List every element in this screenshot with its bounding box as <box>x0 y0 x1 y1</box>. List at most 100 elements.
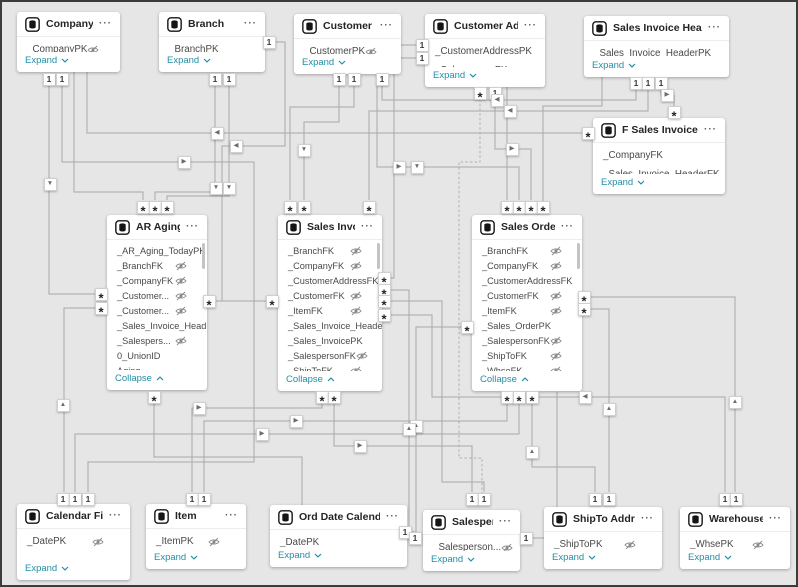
more-options-button[interactable]: ··· <box>386 511 399 522</box>
more-options-button[interactable]: ··· <box>704 124 717 135</box>
field-row[interactable]: _ItemFK <box>278 303 382 318</box>
field-row[interactable]: Aging <box>107 363 207 371</box>
relationship-line[interactable] <box>381 85 637 101</box>
field-row[interactable]: _Sales_Invoice_HeaderFK <box>593 165 725 174</box>
relationship-line[interactable] <box>390 289 417 539</box>
table-card-header[interactable]: Salesperson··· <box>423 510 520 535</box>
table-card-header[interactable]: Sales Invoice··· <box>278 215 382 240</box>
relationship-line[interactable] <box>61 85 255 492</box>
relationship-line[interactable] <box>74 403 520 492</box>
more-options-button[interactable]: ··· <box>561 221 574 232</box>
relationship-line[interactable] <box>48 85 100 295</box>
relationship-line[interactable] <box>531 403 596 492</box>
table-card-salesperson[interactable]: Salesperson··· _Salesperson...Expand <box>423 510 520 571</box>
field-row[interactable]: _SalespersonFK <box>278 348 382 363</box>
field-row[interactable]: _ItemFK <box>472 303 582 318</box>
relationship-line[interactable] <box>390 314 726 492</box>
card-scrollbar[interactable] <box>577 243 580 269</box>
field-row[interactable]: _WhseFK <box>472 363 582 371</box>
field-row[interactable]: _CompanyPK <box>17 40 120 52</box>
field-row[interactable]: _BranchFK <box>278 243 382 258</box>
relationship-line[interactable] <box>289 85 355 200</box>
expand-toggle[interactable]: Expand <box>17 52 120 72</box>
relationship-line[interactable] <box>390 300 485 492</box>
field-row[interactable]: _Sales_InvoicePK <box>278 333 382 348</box>
more-options-button[interactable]: ··· <box>708 22 721 33</box>
table-card-sales-invoice[interactable]: Sales Invoice··· _BranchFK_CompanyFK _Cust… <box>278 215 382 391</box>
relationship-line[interactable] <box>191 403 323 492</box>
more-options-button[interactable]: ··· <box>769 513 782 524</box>
more-options-button[interactable]: ··· <box>361 221 374 232</box>
relationship-line[interactable] <box>153 403 303 505</box>
relationship-line[interactable] <box>86 72 586 134</box>
field-row[interactable]: _Sales_OrderPK <box>472 318 582 333</box>
more-options-button[interactable]: ··· <box>641 513 654 524</box>
expand-toggle[interactable]: Expand <box>294 54 401 74</box>
card-scrollbar[interactable] <box>377 243 380 269</box>
relationship-line[interactable] <box>590 308 610 492</box>
expand-toggle[interactable]: Expand <box>423 551 520 571</box>
table-card-f-sales-invoice-header[interactable]: F Sales Invoice Header···_CompanyFK_Sale… <box>593 118 725 194</box>
relationship-line[interactable] <box>63 307 100 492</box>
field-row[interactable]: _ShipToFK <box>278 363 382 371</box>
field-row[interactable]: _SalespersonFK <box>425 61 545 67</box>
field-row[interactable]: _Salespers... <box>107 333 207 348</box>
field-row[interactable]: _DatePK <box>270 533 407 547</box>
more-options-button[interactable]: ··· <box>380 20 393 31</box>
relationship-line[interactable] <box>166 85 230 200</box>
more-options-button[interactable]: ··· <box>109 510 122 521</box>
table-card-header[interactable]: Sales Invoice Header··· <box>584 16 729 41</box>
expand-toggle[interactable]: Expand <box>146 549 246 569</box>
table-card-sales-order[interactable]: Sales Order···_BranchFK_CompanyFK_Custom… <box>472 215 582 391</box>
field-row[interactable]: _CompanyFK <box>472 258 582 273</box>
collapse-toggle[interactable]: Collapse <box>278 371 382 391</box>
more-options-button[interactable]: ··· <box>99 18 112 29</box>
field-row[interactable]: _CustomerAddressFK <box>472 273 582 288</box>
table-card-header[interactable]: Item··· <box>146 504 246 529</box>
field-row[interactable]: 0_UnionID <box>107 348 207 363</box>
field-row[interactable]: _WhsePK <box>680 535 790 549</box>
field-row[interactable]: _AR_Aging_TodayPK <box>107 243 207 258</box>
field-row[interactable]: _Salesperson... <box>423 538 520 551</box>
table-card-header[interactable]: Branch··· <box>159 12 265 37</box>
table-card-sales-invoice-header[interactable]: Sales Invoice Header··· _Sales_Invoice_He… <box>584 16 729 77</box>
more-options-button[interactable]: ··· <box>225 510 238 521</box>
field-row[interactable]: _ItemPK <box>146 532 246 549</box>
field-row[interactable]: _CompanyFK <box>278 258 382 273</box>
expand-toggle[interactable]: Expand <box>593 174 725 194</box>
field-row[interactable]: _SalespersonFK <box>472 333 582 348</box>
table-card-header[interactable]: F Sales Invoice Header··· <box>593 118 725 143</box>
table-card-header[interactable]: Calendar Fiscal··· <box>17 504 130 529</box>
table-card-header[interactable]: Customer··· <box>294 14 401 39</box>
expand-toggle[interactable]: Expand <box>159 52 265 72</box>
field-row[interactable]: _CustomerFK <box>278 288 382 303</box>
field-row[interactable]: _DatePK <box>17 532 130 551</box>
expand-toggle[interactable]: Expand <box>425 67 545 87</box>
field-row[interactable]: _Sales_Invoice_Head... <box>107 318 207 333</box>
collapse-toggle[interactable]: Collapse <box>107 370 207 390</box>
table-card-ar-aging[interactable]: AR Aging···_AR_Aging_TodayPK_BranchFK_Co… <box>107 215 207 390</box>
field-row[interactable]: _CustomerAddressPK <box>425 42 545 61</box>
table-card-header[interactable]: AR Aging··· <box>107 215 207 240</box>
table-card-header[interactable]: Customer Address··· <box>425 14 545 39</box>
table-card-header[interactable]: Company··· <box>17 12 120 37</box>
field-row[interactable]: _CompanyFK <box>107 273 207 288</box>
more-options-button[interactable]: ··· <box>524 20 537 31</box>
relationship-line[interactable] <box>73 72 144 200</box>
field-row[interactable]: _ShipToFK <box>472 348 582 363</box>
table-card-header[interactable]: ShipTo Address··· <box>544 507 662 532</box>
expand-toggle[interactable]: Expand <box>544 549 662 569</box>
field-row[interactable]: _CustomerFK <box>472 288 582 303</box>
field-row[interactable]: _Sales_Invoice_HeaderPK <box>584 44 729 57</box>
relationship-line[interactable] <box>542 77 603 201</box>
card-scrollbar[interactable] <box>202 243 205 269</box>
field-row[interactable]: _BranchFK <box>472 243 582 258</box>
relationship-line-inactive[interactable] <box>458 99 483 496</box>
